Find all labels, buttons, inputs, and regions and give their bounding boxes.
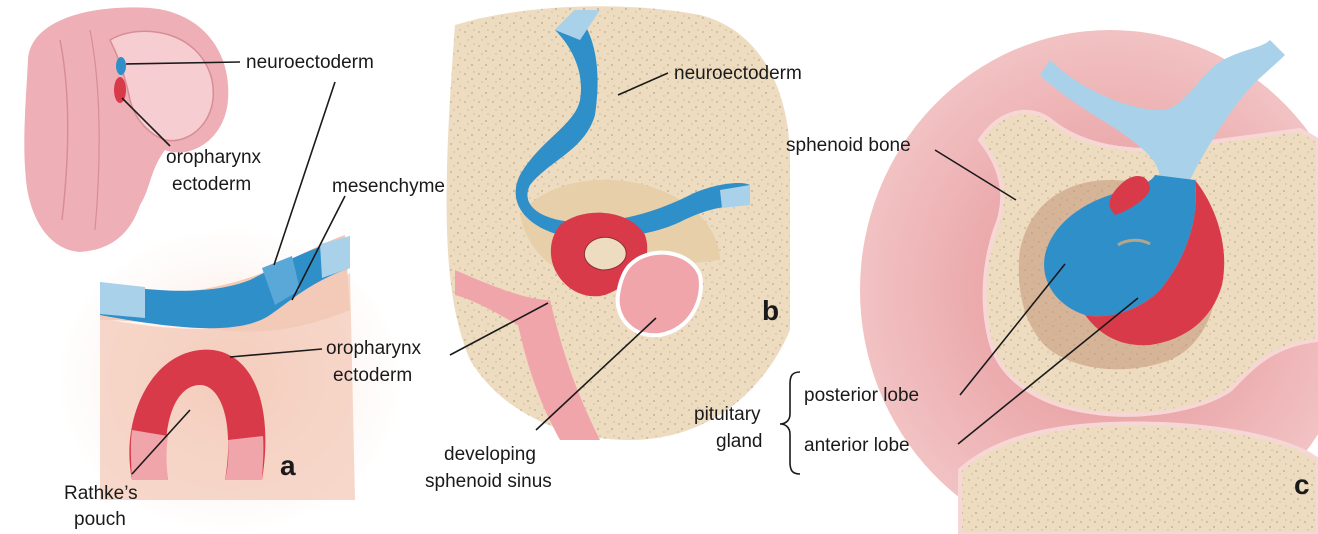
label-oropharynx-a-2: ectoderm	[333, 365, 412, 386]
label-neuroectoderm-a-top: neuroectoderm	[246, 52, 374, 73]
label-sphenoid-sinus-2: sphenoid sinus	[425, 471, 552, 492]
panel-letter-c: c	[1294, 469, 1310, 500]
leader-neuroectoderm-a	[274, 82, 335, 265]
pituitary-brace	[780, 372, 800, 474]
label-neuroectoderm-b: neuroectoderm	[674, 63, 802, 84]
label-pituitary-gland-2: gland	[716, 431, 763, 452]
label-oropharynx-a-small-1: oropharynx	[166, 147, 262, 168]
panel-letter-a: a	[280, 450, 296, 481]
label-mesenchyme-a: mesenchyme	[332, 176, 445, 197]
label-sphenoid-bone: sphenoid bone	[786, 135, 911, 156]
label-anterior-lobe: anterior lobe	[804, 435, 910, 456]
label-rathkes-pouch-2: pouch	[74, 509, 126, 530]
label-posterior-lobe: posterior lobe	[804, 385, 919, 406]
panel-a: neuroectoderm oropharynx ectoderm mesenc…	[24, 7, 445, 530]
embryo-thumbnail	[24, 7, 228, 252]
panel-letter-b: b	[762, 295, 779, 326]
label-pituitary-gland-1: pituitary	[694, 404, 761, 425]
label-rathkes-pouch-1: Rathke’s	[64, 483, 138, 504]
label-oropharynx-a-small-2: ectoderm	[172, 174, 251, 195]
label-sphenoid-sinus-1: developing	[444, 444, 536, 465]
label-oropharynx-a-1: oropharynx	[326, 338, 422, 359]
